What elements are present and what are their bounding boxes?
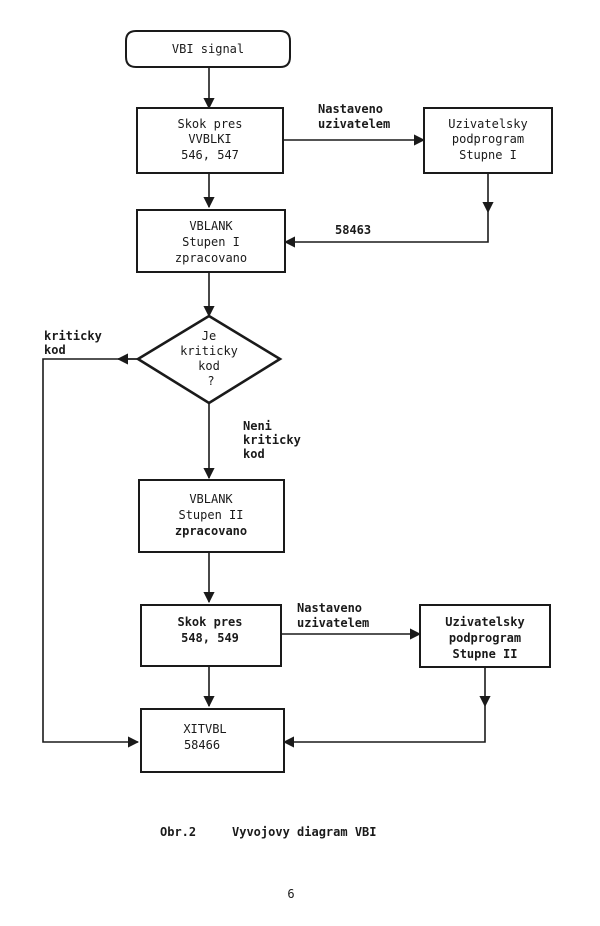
nodes: VBI signal Skok pres VVBLKI 546, 547 Uzi… xyxy=(125,30,553,773)
xit-node: XITVBL 58466 xyxy=(140,708,285,773)
user1-line-3: Stupne I xyxy=(459,148,517,162)
edge-decision-critical xyxy=(42,358,140,748)
caption-label: Obr.2 xyxy=(160,825,196,839)
start-node: VBI signal xyxy=(125,30,291,68)
vblank1-line-3: zpracovano xyxy=(175,251,247,265)
user2-line-1: Uzivatelsky xyxy=(445,615,524,629)
jump1-line-1: Skok pres xyxy=(177,117,242,131)
vblank2-line-1: VBLANK xyxy=(189,492,233,506)
label-set-by-user-2-line-1: Nastaveno xyxy=(297,601,362,615)
user1-line-2: podprogram xyxy=(452,132,524,146)
jump2-line-2: 548, 549 xyxy=(181,631,239,645)
decision-line-1: Je xyxy=(202,329,216,343)
label-set-by-user-2-line-2: uzivatelem xyxy=(297,616,369,630)
label-not-critical-line-3: kod xyxy=(243,447,265,461)
vblank2-line-3: zpracovano xyxy=(175,524,247,538)
decision-node: Je kriticky kod ? xyxy=(135,314,283,405)
edges xyxy=(42,67,494,748)
jump1-line-2: VVBLKI xyxy=(188,132,231,146)
decision-line-4: ? xyxy=(207,374,214,388)
jump1-line-3: 546, 547 xyxy=(181,148,239,162)
user2-line-3: Stupne II xyxy=(452,647,517,661)
label-set-by-user-1-line-1: Nastaveno xyxy=(318,102,383,116)
label-set-by-user-1-line-2: uzivatelem xyxy=(318,117,390,131)
user2-line-2: podprogram xyxy=(449,631,521,645)
xit-line-2: 58466 xyxy=(184,738,220,752)
user1-line-1: Uzivatelsky xyxy=(448,117,527,131)
label-58463: 58463 xyxy=(335,223,371,237)
xit-line-1: XITVBL xyxy=(183,722,226,736)
label-not-critical-line-2: kriticky xyxy=(243,433,301,447)
vblank1-line-1: VBLANK xyxy=(189,219,233,233)
jump2-line-1: Skok pres xyxy=(177,615,242,629)
decision-line-3: kod xyxy=(198,359,220,373)
label-critical-line-2: kod xyxy=(44,343,66,357)
edge-labels: Nastaveno uzivatelem 58463 kriticky kod … xyxy=(44,102,390,630)
jump2-node: Skok pres 548, 549 xyxy=(140,604,282,667)
vblank1-line-2: Stupen I xyxy=(182,235,240,249)
edge-58463-return xyxy=(283,212,489,248)
figure-caption: Obr.2 Vyvojovy diagram VBI xyxy=(160,825,377,839)
vblank1-node: VBLANK Stupen I zpracovano xyxy=(136,209,286,273)
caption-text: Vyvojovy diagram VBI xyxy=(232,825,377,839)
user2-node: Uzivatelsky podprogram Stupne II xyxy=(419,604,551,668)
label-not-critical-line-1: Neni xyxy=(243,419,272,433)
decision-line-2: kriticky xyxy=(180,344,238,358)
vblank2-node: VBLANK Stupen II zpracovano xyxy=(138,479,285,553)
edge-user2-return xyxy=(282,706,486,748)
user1-node: Uzivatelsky podprogram Stupne I xyxy=(423,107,553,174)
label-critical-line-1: kriticky xyxy=(44,329,102,343)
start-node-line-1: VBI signal xyxy=(172,42,244,56)
jump1-node: Skok pres VVBLKI 546, 547 xyxy=(136,107,284,174)
page-number: 6 xyxy=(287,887,294,901)
vblank2-line-2: Stupen II xyxy=(178,508,243,522)
